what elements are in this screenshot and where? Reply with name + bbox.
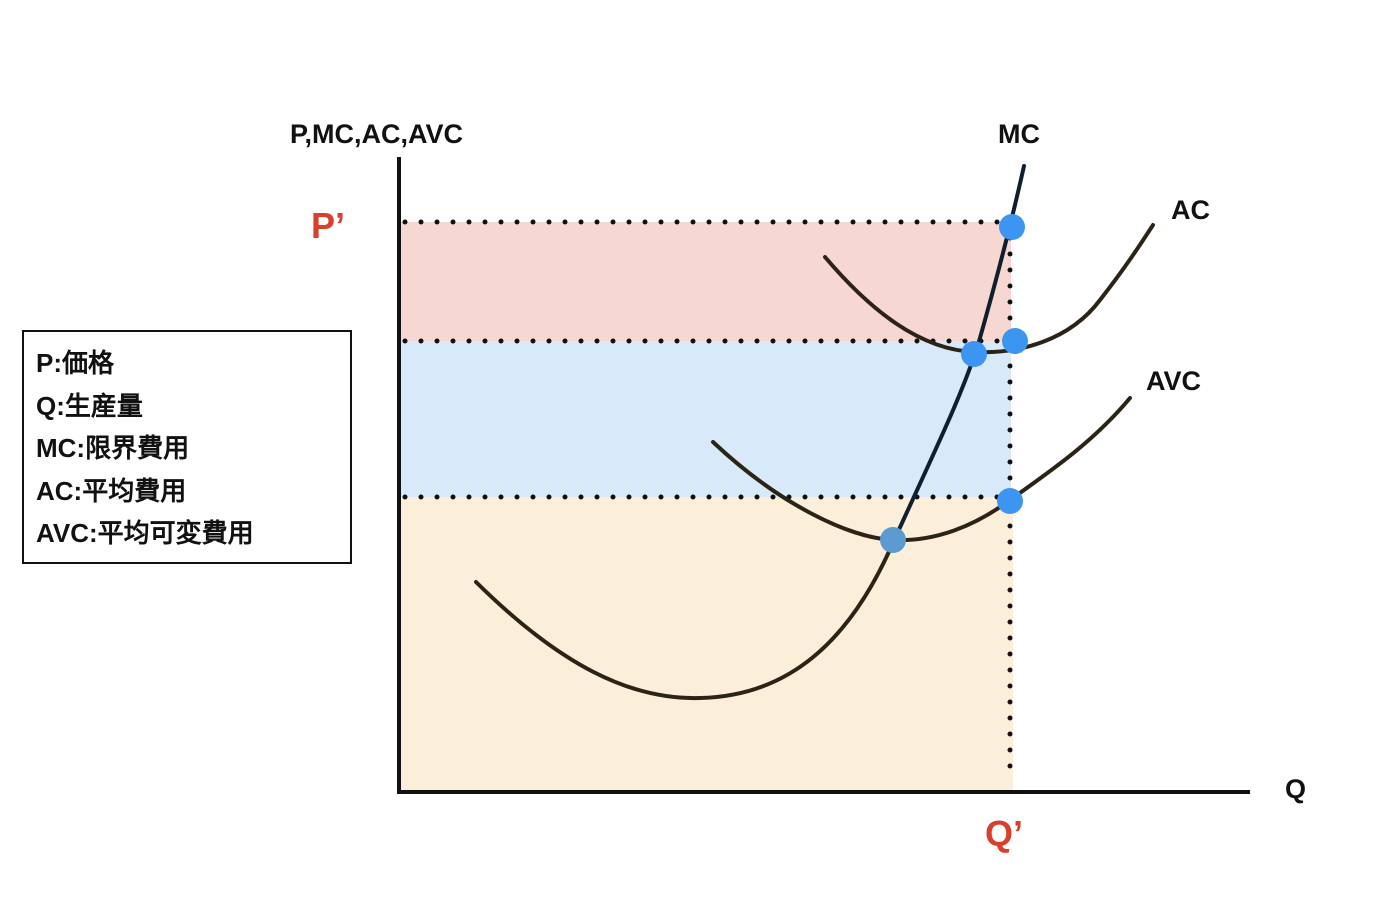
ac-label: AC	[1171, 195, 1210, 225]
mc-label: MC	[998, 119, 1040, 149]
legend-box: P:価格 Q:生産量 MC:限界費用 AC:平均費用 AVC:平均可変費用	[22, 330, 352, 564]
avc-curve	[711, 396, 1132, 543]
variable-cost-region	[399, 497, 1013, 792]
ac-quantity-point	[1002, 328, 1028, 354]
legend-item-ac: AC:平均費用	[36, 475, 187, 506]
quantity-marker: Q’	[985, 813, 1023, 854]
profit-region	[399, 222, 1011, 341]
mc-price-point	[999, 214, 1025, 240]
legend-item-price: P:価格	[36, 348, 115, 378]
legend-item-mc: MC:限界費用	[36, 433, 190, 463]
avc-label: AVC	[1146, 366, 1201, 396]
fixed-cost-region	[399, 341, 1011, 497]
mc-curve	[474, 543, 894, 701]
x-axis-label: Q	[1285, 774, 1306, 804]
legend-item-quantity: Q:生産量	[36, 390, 143, 421]
ac-minimum-point	[961, 341, 987, 367]
legend-item-avc: AVC:平均可変費用	[36, 518, 254, 548]
y-axis-label: P,MC,AC,AVC	[290, 119, 463, 149]
price-marker: P’	[311, 205, 345, 246]
avc-quantity-point	[997, 488, 1023, 514]
avc-minimum-point	[880, 527, 906, 553]
